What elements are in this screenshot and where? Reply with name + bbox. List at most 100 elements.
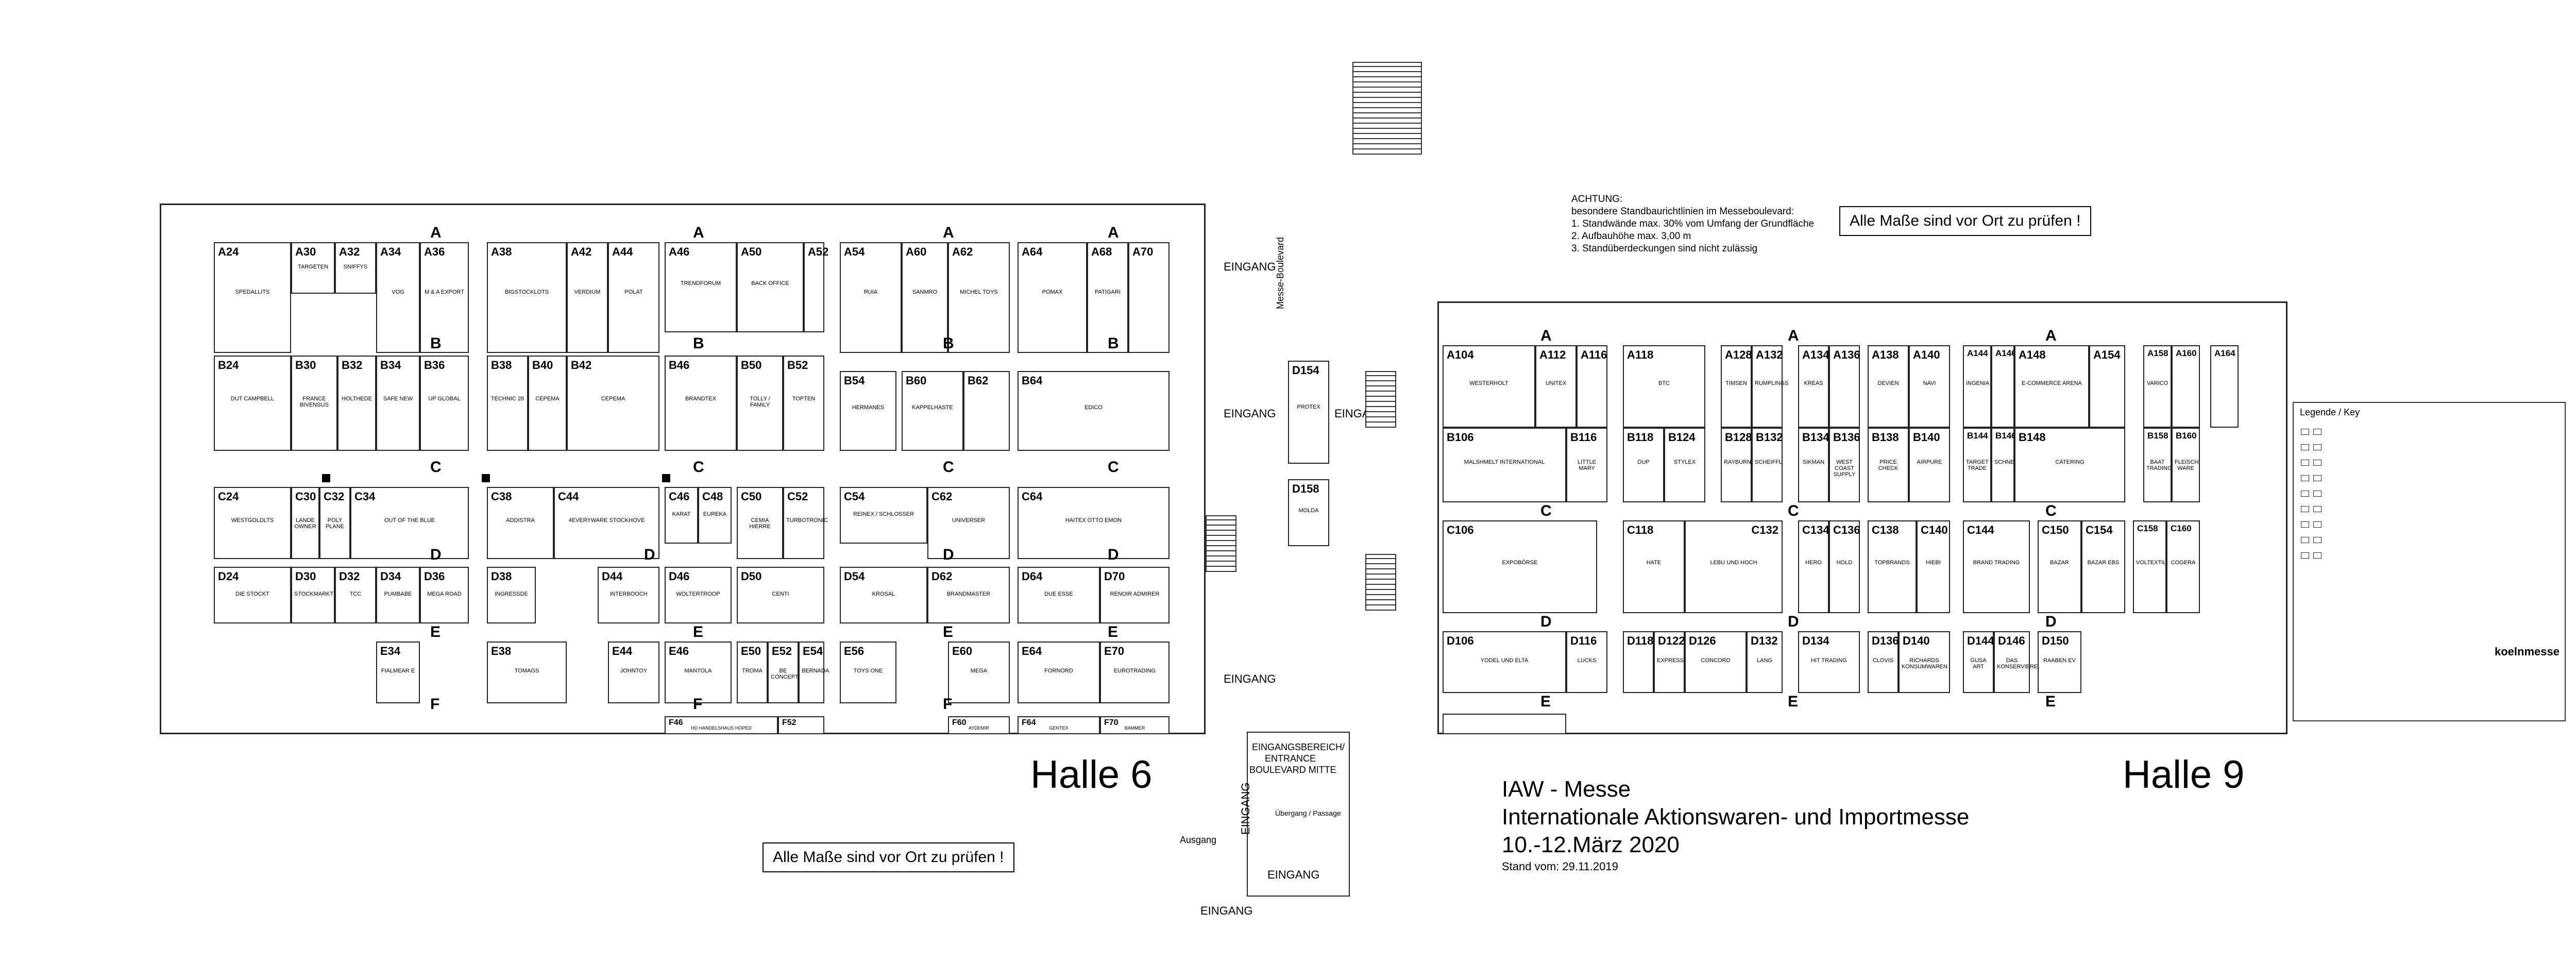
stand-A116[interactable]: A116	[1577, 345, 1607, 428]
stand-A136[interactable]: A136	[1829, 345, 1860, 428]
stand-B62[interactable]: B62	[963, 371, 1010, 451]
stand-D118[interactable]: D118	[1623, 631, 1654, 693]
stand-E106[interactable]: D126	[1443, 714, 1566, 734]
stand-A70[interactable]: A70	[1128, 242, 1170, 353]
stand-A164[interactable]: A164	[2210, 345, 2239, 428]
stand-A52[interactable]: A52	[804, 242, 828, 332]
